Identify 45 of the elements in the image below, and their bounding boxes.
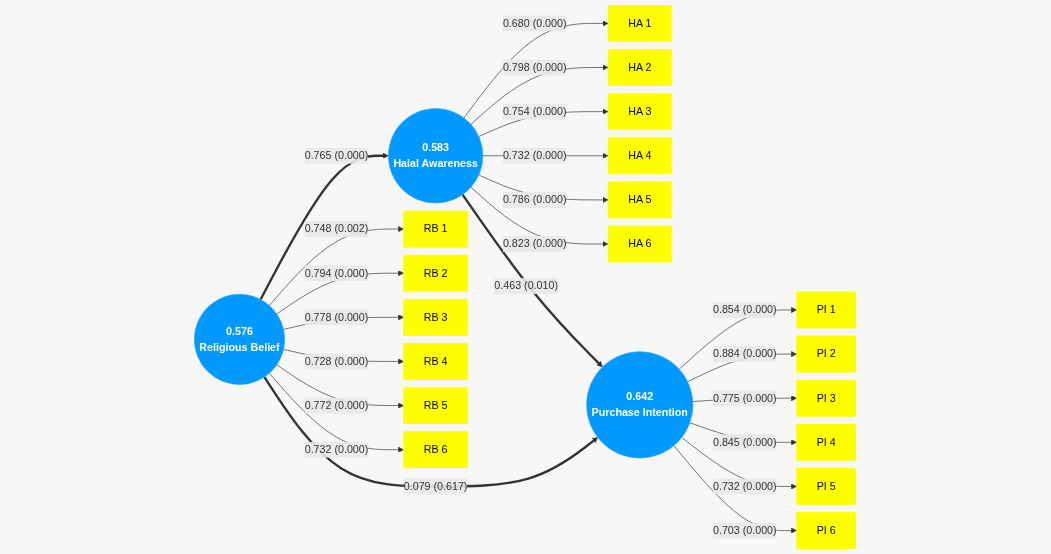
edge-label: 0.680 (0.000) xyxy=(503,17,567,29)
edge-label: 0.463 (0.010) xyxy=(494,280,559,292)
node-circle: 0.583 Halal Awareness xyxy=(388,108,484,204)
arrow xyxy=(263,376,599,488)
node-box: PI 1 xyxy=(796,291,857,329)
edge-label: 0.728 (0.000) xyxy=(305,355,369,367)
edge-label: 0.775 (0.000) xyxy=(713,392,778,404)
edge-label: 0.748 (0.002) xyxy=(305,223,369,235)
edge-label: 0.772 (0.000) xyxy=(305,399,369,411)
edge-label: 0.732 (0.000) xyxy=(713,480,778,492)
edge-label: 0.732 (0.000) xyxy=(503,149,567,162)
arrow xyxy=(462,193,604,368)
edge-label: 0.884 (0.000) xyxy=(713,348,778,360)
node-box: PI 5 xyxy=(796,468,857,505)
node-box: PI 2 xyxy=(796,335,857,373)
edge-label: 0.798 (0.000) xyxy=(503,61,567,73)
node-box: HA 1 xyxy=(608,5,673,42)
edge-label: 0.845 (0.000) xyxy=(713,436,778,448)
node-box: HA 4 xyxy=(608,137,673,175)
node-box: RB 6 xyxy=(403,431,469,469)
edge-label: 0.765 (0.000) xyxy=(305,149,369,162)
node-box: HA 3 xyxy=(608,93,673,131)
node-box: HA 6 xyxy=(608,225,673,263)
node-box: RB 5 xyxy=(403,387,469,424)
node-box: HA 2 xyxy=(608,49,673,86)
edge-label: 0.823 (0.000) xyxy=(503,238,567,250)
arrow xyxy=(259,152,390,300)
node-box: PI 4 xyxy=(796,423,857,461)
node-box: RB 4 xyxy=(403,343,469,380)
node-box: PI 3 xyxy=(796,379,857,417)
node-circle: 0.642 Purchase Intention xyxy=(586,351,694,459)
edge-label: 0.703 (0.000) xyxy=(713,524,778,536)
edge-label: 0.732 (0.000) xyxy=(305,443,369,456)
node-box: RB 3 xyxy=(403,298,469,336)
edge-label: 0.079 (0.617) xyxy=(404,480,468,492)
node-box: PI 6 xyxy=(796,512,857,549)
node-circle: 0.576 Religious Belief xyxy=(194,293,286,385)
edge-label: 0.754 (0.000) xyxy=(503,105,567,117)
node-box: HA 5 xyxy=(608,181,673,219)
node-box: RB 2 xyxy=(403,254,469,292)
edge-label: 0.854 (0.000) xyxy=(713,303,778,316)
node-box: RB 1 xyxy=(403,210,469,248)
edge-label: 0.786 (0.000) xyxy=(503,193,567,206)
edge-label: 0.794 (0.000) xyxy=(305,267,369,279)
edge-label: 0.778 (0.000) xyxy=(305,311,369,323)
